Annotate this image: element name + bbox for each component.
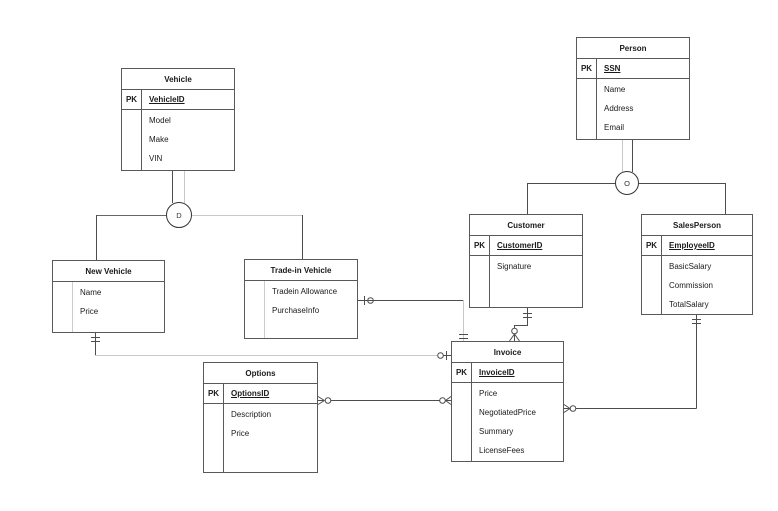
exactly-one-symbol [459, 334, 468, 339]
attribute-row: VIN [149, 154, 163, 163]
pk-row: PK OptionsID [204, 384, 317, 404]
attribute-row: Summary [479, 427, 514, 436]
attribute-row: PurchaseInfo [272, 306, 320, 315]
pk-column-spacer [577, 79, 597, 139]
rel-newvehicle-invoice[interactable] [91, 333, 451, 360]
entity-title: Vehicle [122, 69, 234, 90]
entity-title: Person [577, 38, 689, 59]
entity-title: SalesPerson [642, 215, 752, 236]
pk-label: PK [452, 363, 472, 382]
attribute-row: NegotiatedPrice [479, 408, 536, 417]
attribute-list: Signature [490, 256, 582, 307]
zero-or-many-symbol [509, 327, 520, 342]
rel-salesperson-invoice[interactable] [563, 315, 701, 413]
pk-column-spacer [642, 256, 662, 314]
pk-row: PK SSN [577, 59, 689, 79]
pk-row: PK EmployeeID [642, 236, 752, 256]
exactly-one-symbol [523, 313, 532, 318]
entity-title: Trade-in Vehicle [245, 260, 357, 281]
rel-person-subtypes[interactable] [527, 140, 726, 214]
zero-or-one-symbol [437, 351, 451, 360]
attribute-row: Name [604, 85, 626, 94]
pk-column-spacer [204, 404, 224, 472]
pk-attribute: EmployeeID [669, 241, 715, 250]
pk-column-spacer [122, 110, 142, 170]
attribute-row: Commission [669, 281, 714, 290]
attribute-row: BasicSalary [669, 262, 712, 271]
pk-attribute: CustomerID [497, 241, 543, 250]
attribute-row: Description [231, 410, 272, 419]
attribute-row: Name [80, 288, 102, 297]
overlap-label: O [624, 178, 630, 188]
zero-or-many-symbol [439, 396, 452, 405]
pk-attribute: VehicleID [149, 95, 185, 104]
rel-customer-invoice[interactable] [509, 308, 533, 342]
subtype-circle-disjoint[interactable]: D [166, 202, 192, 228]
pk-label: PK [470, 236, 490, 255]
attribute-row: LicenseFees [479, 446, 525, 455]
subtype-circle-overlap[interactable]: O [615, 171, 639, 195]
attribute-row: Price [479, 389, 498, 398]
pk-row: PK CustomerID [470, 236, 582, 256]
pk-label: PK [122, 90, 142, 109]
disjoint-label: D [176, 210, 182, 220]
exactly-one-symbol [692, 319, 701, 324]
attribute-row: Make [149, 135, 169, 144]
attribute-row: Price [231, 429, 250, 438]
pk-attribute: SSN [604, 64, 621, 73]
zero-or-many-symbol [317, 396, 332, 405]
rel-options-invoice[interactable] [317, 396, 452, 405]
entity-title: Customer [470, 215, 582, 236]
pk-attribute: OptionsID [231, 389, 270, 398]
attribute-row: Address [604, 104, 634, 113]
pk-column-spacer [470, 256, 490, 307]
pk-row: PK InvoiceID [452, 363, 563, 383]
entity-title: Options [204, 363, 317, 384]
rel-vehicle-subtypes[interactable] [96, 171, 303, 260]
attribute-row: Price [80, 307, 99, 316]
attribute-row: TotalSalary [669, 300, 709, 309]
entity-customer[interactable]: Customer PK CustomerID Signature [469, 214, 583, 308]
exactly-one-symbol [91, 337, 100, 342]
pk-label: PK [204, 384, 224, 403]
attribute-row: Tradein Allowance [272, 287, 338, 296]
entity-title: Invoice [452, 342, 563, 363]
zero-or-many-symbol [563, 404, 577, 413]
pk-column-spacer [53, 282, 73, 332]
attribute-row: Email [604, 123, 625, 132]
pk-row: PK VehicleID [122, 90, 234, 110]
pk-column-spacer [452, 383, 472, 461]
attribute-section: Signature [470, 256, 582, 307]
rel-tradein-invoice[interactable] [358, 296, 468, 341]
attribute-row: Signature [497, 262, 532, 271]
attribute-row: Model [149, 116, 171, 125]
pk-label: PK [642, 236, 662, 255]
pk-attribute: InvoiceID [479, 368, 515, 377]
pk-label: PK [577, 59, 597, 78]
entity-title: New Vehicle [53, 261, 164, 282]
pk-column-spacer [245, 281, 265, 338]
